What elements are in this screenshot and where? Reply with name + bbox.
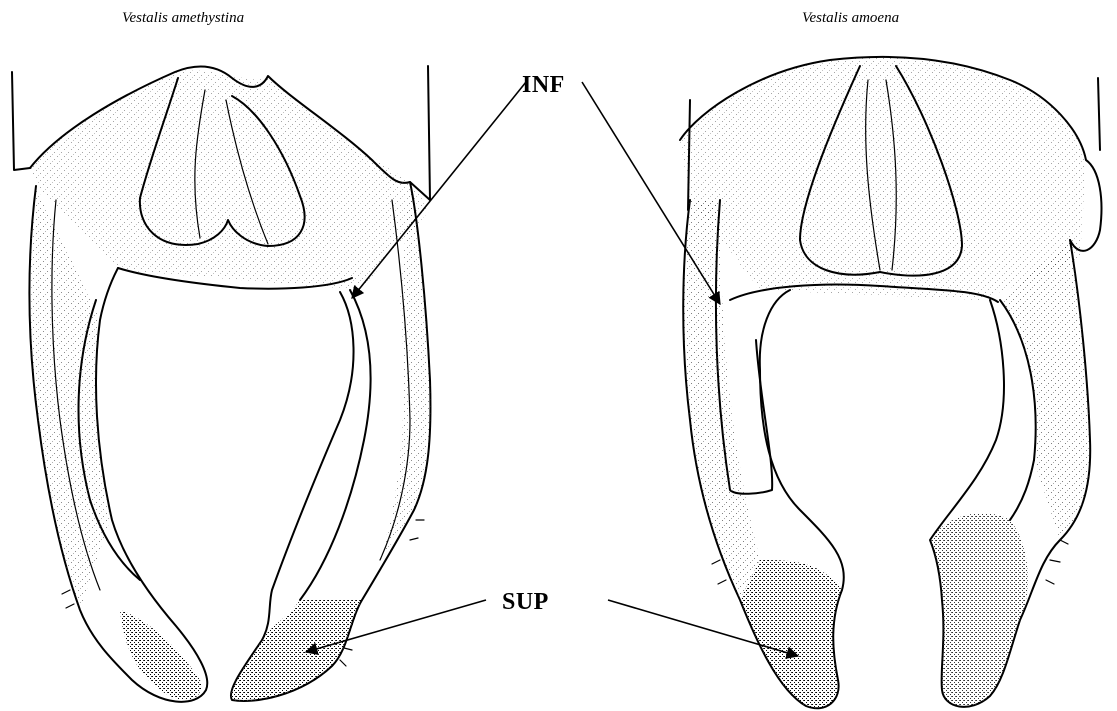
right-tergite-shading — [680, 57, 1086, 300]
right-specimen — [680, 57, 1101, 708]
left-appendage-right-inner — [300, 290, 371, 600]
left-spines — [62, 520, 424, 666]
left-appendage-right-tip — [231, 600, 362, 701]
left-segment-edge-left — [12, 72, 30, 170]
right-appendage-left-tip — [740, 560, 842, 708]
left-appendage-left-shading — [30, 186, 111, 610]
left-segment-edge-right — [428, 66, 430, 200]
left-tergite-shading — [30, 70, 430, 290]
left-specimen — [12, 66, 430, 702]
right-appendage-right-tip — [930, 513, 1028, 707]
left-appendage-left-tip — [120, 610, 201, 700]
right-segment-edge-right — [1098, 78, 1100, 150]
superior-appendage-label: SUP — [502, 589, 549, 616]
inferior-appendage-label: INF — [522, 72, 565, 99]
